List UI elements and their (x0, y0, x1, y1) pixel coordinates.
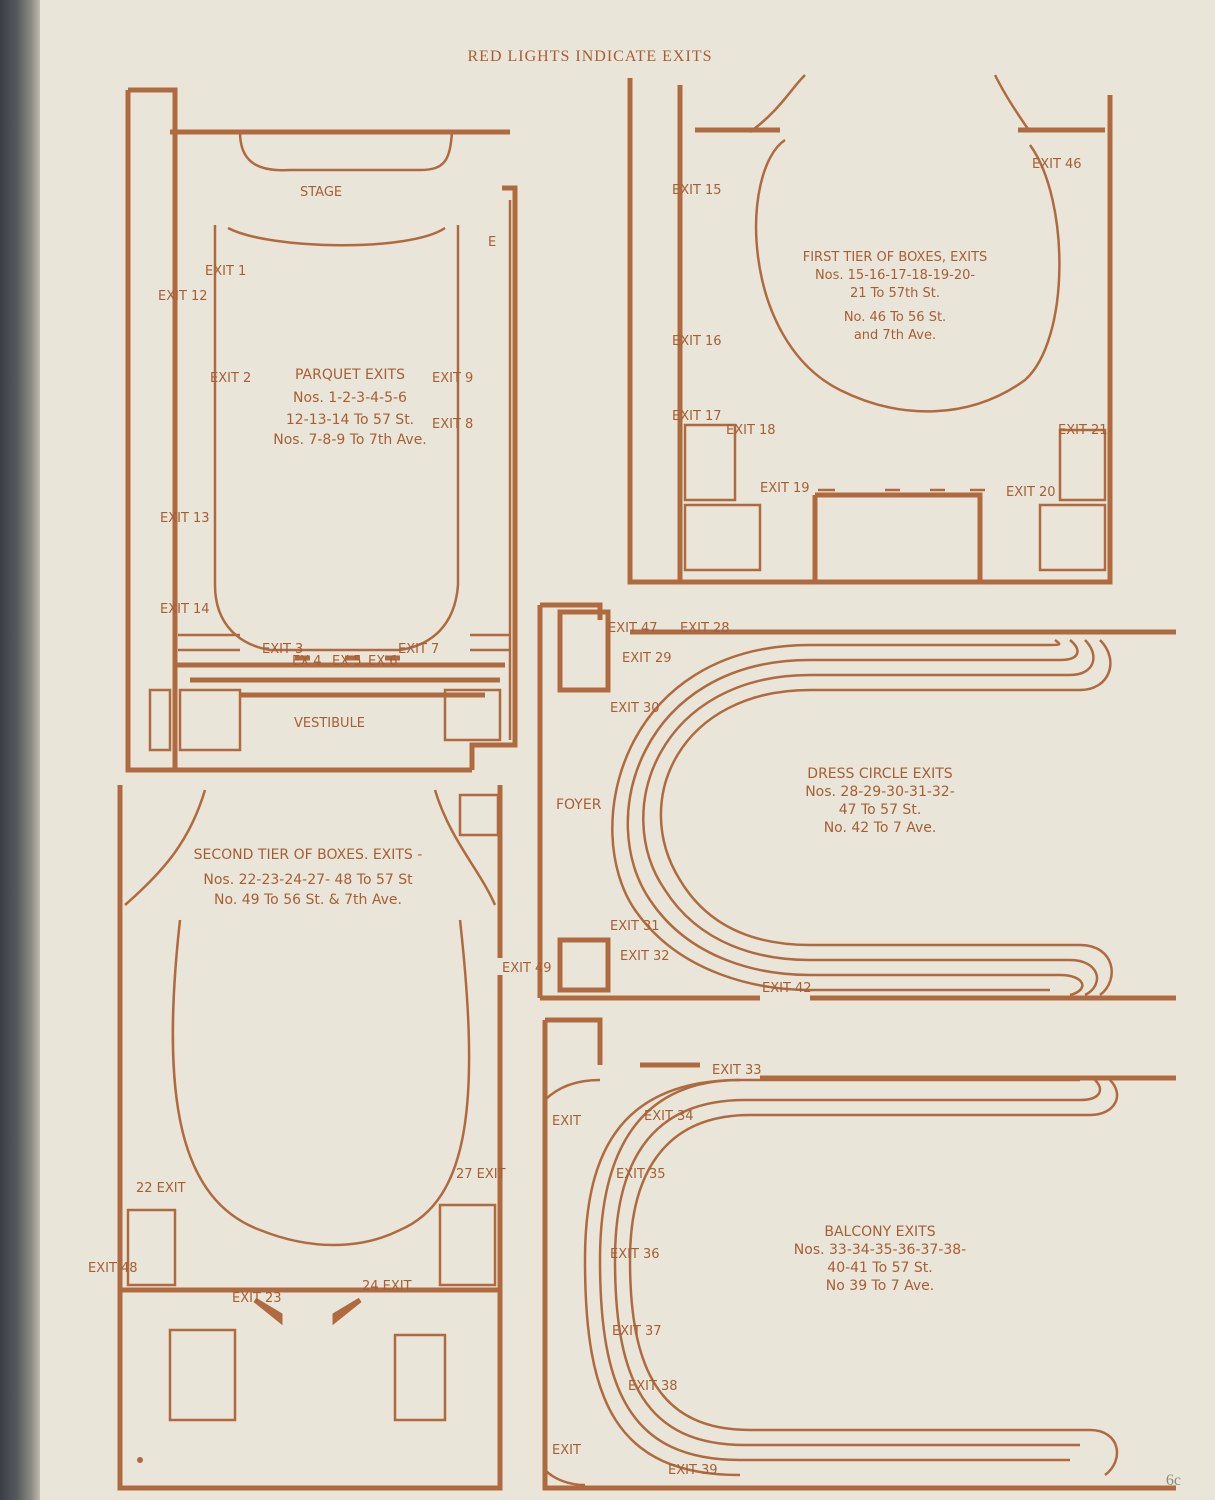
first-tier-exit-18: EXIT 18 (726, 423, 776, 438)
second-tier-exit-27: 27 EXIT (456, 1167, 506, 1182)
balcony-plan (542, 1017, 1176, 1491)
first-tier-exit-19: EXIT 19 (760, 481, 810, 496)
first-tier-plan (627, 74, 1113, 585)
foyer-label: FOYER (556, 797, 602, 813)
dress-circle-line-3: No. 42 To 7 Ave. (823, 820, 937, 836)
first-tier-line-3: No. 46 To 56 St. (843, 310, 947, 325)
dress-circle-exit-47: EXIT 47 (608, 621, 658, 636)
second-tier-exit-48: EXIT 48 (88, 1261, 138, 1276)
balcony-exit-36: EXIT 36 (610, 1247, 660, 1262)
dress-circle-exit-30: EXIT 30 (610, 701, 660, 716)
parquet-exit-4: EX 4 (292, 654, 322, 669)
first-tier-exit-21: EXIT 21 (1058, 423, 1108, 438)
balcony-exit-33: EXIT 33 (712, 1063, 762, 1078)
parquet-exit-1: EXIT 1 (205, 264, 247, 279)
parquet-exit-14: EXIT 14 (160, 602, 210, 617)
balcony-exit-34: EXIT 34 (644, 1109, 694, 1124)
parquet-exit-13: EXIT 13 (160, 511, 210, 526)
dress-circle-exit-29: EXIT 29 (622, 651, 672, 666)
dress-circle-plan (537, 602, 1176, 1001)
vestibule-label: VESTIBULE (294, 716, 366, 731)
first-tier-exit-17: EXIT 17 (672, 409, 722, 424)
second-tier-line-1: Nos. 22-23-24-27- 48 To 57 St (203, 872, 413, 888)
first-tier-line-4: and 7th Ave. (853, 328, 937, 343)
second-tier-title: SECOND TIER OF BOXES. EXITS - (193, 847, 423, 863)
floor-plans-drawing (117, 74, 1176, 1491)
parquet-line-2: 12-13-14 To 57 St. (285, 412, 415, 428)
parquet-exit-5: EX 5 (332, 654, 362, 669)
first-tier-exit-20: EXIT 20 (1006, 485, 1056, 500)
second-tier-exit-23: EXIT 23 (232, 1291, 282, 1306)
stage-label: STAGE (300, 185, 343, 200)
second-tier-exit-49: EXIT 49 (502, 961, 552, 976)
balcony-exit-37: EXIT 37 (612, 1324, 662, 1339)
parquet-exit-9: EXIT 9 (432, 371, 474, 386)
second-tier-plan (117, 785, 503, 1491)
second-tier-exit-24: 24 EXIT (362, 1279, 412, 1294)
parquet-exit-8: EXIT 8 (432, 417, 474, 432)
balcony-exit-39: EXIT 39 (668, 1463, 718, 1478)
dress-circle-exit-28: EXIT 28 (680, 621, 730, 636)
second-tier-line-2: No. 49 To 56 St. & 7th Ave. (214, 892, 402, 908)
book-binding (0, 0, 42, 1500)
first-tier-title: FIRST TIER OF BOXES, EXITS (802, 250, 988, 265)
dress-circle-title: DRESS CIRCLE EXITS (807, 766, 953, 782)
page-number: 6c (1165, 1472, 1181, 1489)
dress-circle-exit-32: EXIT 32 (620, 949, 670, 964)
balcony-exit-38: EXIT 38 (628, 1379, 678, 1394)
dress-circle-exit-42: EXIT 42 (762, 981, 812, 996)
first-tier-line-2: 21 To 57th St. (850, 286, 940, 301)
parquet-line-1: Nos. 1-2-3-4-5-6 (293, 390, 407, 406)
balcony-line-1: Nos. 33-34-35-36-37-38- (793, 1242, 967, 1258)
parquet-exit-6: EX 6 (368, 654, 398, 669)
page-header: RED LIGHTS INDICATE EXITS (467, 48, 713, 65)
balcony-line-3: No 39 To 7 Ave. (825, 1278, 935, 1294)
balcony-line-2: 40-41 To 57 St. (827, 1260, 933, 1276)
parquet-title: PARQUET EXITS (295, 367, 405, 383)
dress-circle-line-1: Nos. 28-29-30-31-32- (805, 784, 955, 800)
program-page: RED LIGHTS INDICATE EXITS STAGE VESTIBUL… (40, 0, 1215, 1500)
parquet-line-3: Nos. 7-8-9 To 7th Ave. (273, 432, 427, 448)
parquet-exit-2: EXIT 2 (210, 371, 252, 386)
balcony-exit-35: EXIT 35 (616, 1167, 666, 1182)
first-tier-line-1: Nos. 15-16-17-18-19-20- (814, 268, 976, 283)
second-tier-exit-22: 22 EXIT (136, 1181, 186, 1196)
first-tier-exit-15: EXIT 15 (672, 183, 722, 198)
dress-circle-line-2: 47 To 57 St. (838, 802, 922, 818)
parquet-exit-3: EXIT 3 (262, 642, 304, 657)
balcony-title: BALCONY EXITS (824, 1224, 936, 1240)
first-tier-exit-46: EXIT 46 (1032, 157, 1082, 172)
balcony-exit-bottom: EXIT (552, 1443, 581, 1458)
parquet-e-mark: E (488, 235, 497, 250)
parquet-exit-12: EXIT 12 (158, 289, 208, 304)
balcony-exit-top: EXIT (552, 1114, 581, 1129)
parquet-exit-7: EXIT 7 (398, 642, 440, 657)
parquet-plan (125, 87, 518, 773)
first-tier-exit-16: EXIT 16 (672, 334, 722, 349)
dress-circle-exit-31: EXIT 31 (610, 919, 660, 934)
